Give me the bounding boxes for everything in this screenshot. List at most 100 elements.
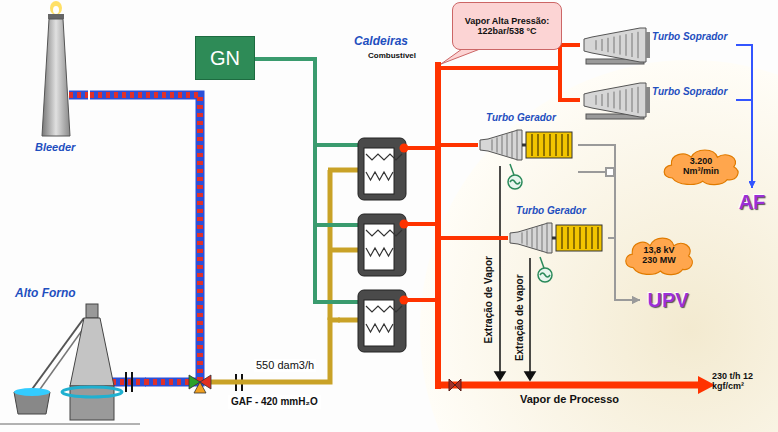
extraction-arrow (495, 372, 505, 380)
pipe-connector (441, 145, 478, 146)
bleeder-stack (42, 1, 70, 136)
steam-header (435, 62, 715, 394)
generator-stripe (561, 227, 563, 249)
turbine-rib (522, 232, 523, 243)
note-label: 230 t/h 12 kgf/cm² (712, 371, 772, 392)
node-label: AF (739, 191, 766, 214)
turbine-rib (626, 89, 627, 111)
pipe-flange (125, 372, 127, 392)
cloud-outline (664, 150, 738, 185)
blast-furnace-tag: AF (734, 188, 770, 217)
turbo-generator: Turbo Gerador (508, 205, 608, 257)
turbine-rib (620, 35, 621, 54)
node-label: Bleeder (35, 141, 75, 154)
generator-stripe (579, 227, 581, 249)
turbine-rib (547, 222, 548, 253)
condenser-symbol (540, 257, 544, 268)
shaft (552, 237, 556, 240)
blast-furnace (14, 388, 50, 396)
condenser-symbol (508, 164, 552, 282)
boiler-casing (358, 138, 406, 200)
fuel-gas-header (328, 248, 358, 253)
node-label: Turbo Gerador (486, 112, 556, 124)
shaft (522, 144, 526, 147)
generator-stripe (555, 134, 557, 156)
boiler-casing (358, 290, 406, 352)
turbine-rib (507, 133, 508, 156)
turbine-rib (596, 40, 597, 50)
steam-drum (400, 144, 409, 153)
generator-stripe (597, 227, 599, 249)
fuel-gas-header (338, 318, 358, 323)
node-label: Caldeiras (354, 35, 408, 49)
generator-stripe (591, 227, 593, 249)
turbine-rib (502, 135, 503, 154)
blast-furnace (0, 304, 140, 424)
turbo-blower: Turbo Soprador (580, 25, 736, 67)
boiler-casing (358, 214, 406, 276)
bleeder-stack (53, 6, 59, 14)
turbine-rib (532, 228, 533, 247)
turbine-rib (542, 224, 543, 251)
turbine-rib (596, 95, 597, 105)
generator-stripe (573, 227, 575, 249)
flow-label: 550 dam3/h (254, 359, 316, 372)
pipe-connector (441, 68, 580, 100)
turbine-symbol (584, 28, 650, 64)
generator-stripe (567, 227, 569, 249)
pipe-connector (736, 45, 752, 188)
three-way-valve (189, 375, 211, 393)
turbine-flange (646, 32, 650, 58)
gas-pipe-stub (69, 91, 88, 100)
blast-furnace-node: Alto Forno (5, 286, 145, 428)
boiler-symbol (358, 290, 438, 352)
boiler-tubes (366, 154, 402, 160)
pipe-line (736, 100, 752, 188)
turbine-symbol (510, 222, 602, 253)
generator-stripe (537, 134, 539, 156)
node-label: Turbo Gerador (516, 205, 586, 217)
generator-stripe (549, 134, 551, 156)
natural-gas-header (313, 145, 358, 302)
pipe-connector (90, 95, 200, 382)
three-way-valve (194, 382, 206, 393)
turbine-rib (626, 34, 627, 56)
pipe-line (255, 59, 340, 145)
power-cloud: 13,8 kV 230 MW (622, 234, 696, 276)
extraction-arrow (529, 258, 531, 372)
turbine-casing (480, 130, 522, 160)
generator-stripe (567, 134, 569, 156)
generator-stripe (585, 227, 587, 249)
pipe-line (441, 68, 580, 100)
generator-body (556, 225, 602, 251)
turbine-rib (602, 94, 603, 106)
turbine-rib (537, 226, 538, 249)
node-label: 13,8 kV 230 MW (635, 245, 683, 266)
pipe-line (145, 320, 340, 382)
extraction-arrow (499, 166, 501, 372)
turbine-flange (646, 87, 650, 113)
pipe-line (578, 145, 640, 300)
turbine-rib (614, 92, 615, 109)
electrical-wire (578, 168, 614, 176)
blast-furnace (0, 424, 140, 425)
node-label: GN (210, 47, 240, 70)
turbine-rib (638, 87, 639, 113)
bleeder-stack (48, 14, 64, 19)
cloud-outline (626, 238, 693, 274)
generator-body (526, 132, 572, 158)
turbine-casing (510, 223, 552, 253)
turbine-rib (608, 38, 609, 52)
steam-drum (400, 220, 409, 229)
callout-tail (441, 49, 480, 64)
steam-callout: Vapor Alta Pressão: 122bar/538 °C (452, 2, 562, 50)
callout-tail (441, 49, 480, 64)
turbine-rib (512, 131, 513, 158)
natural-gas-header (338, 143, 358, 147)
turbine-rib (517, 129, 518, 160)
fuel-gas-header (328, 170, 358, 320)
node-label: Turbo Soprador (652, 86, 727, 98)
boiler-group: CaldeirasCombustível (340, 33, 441, 353)
